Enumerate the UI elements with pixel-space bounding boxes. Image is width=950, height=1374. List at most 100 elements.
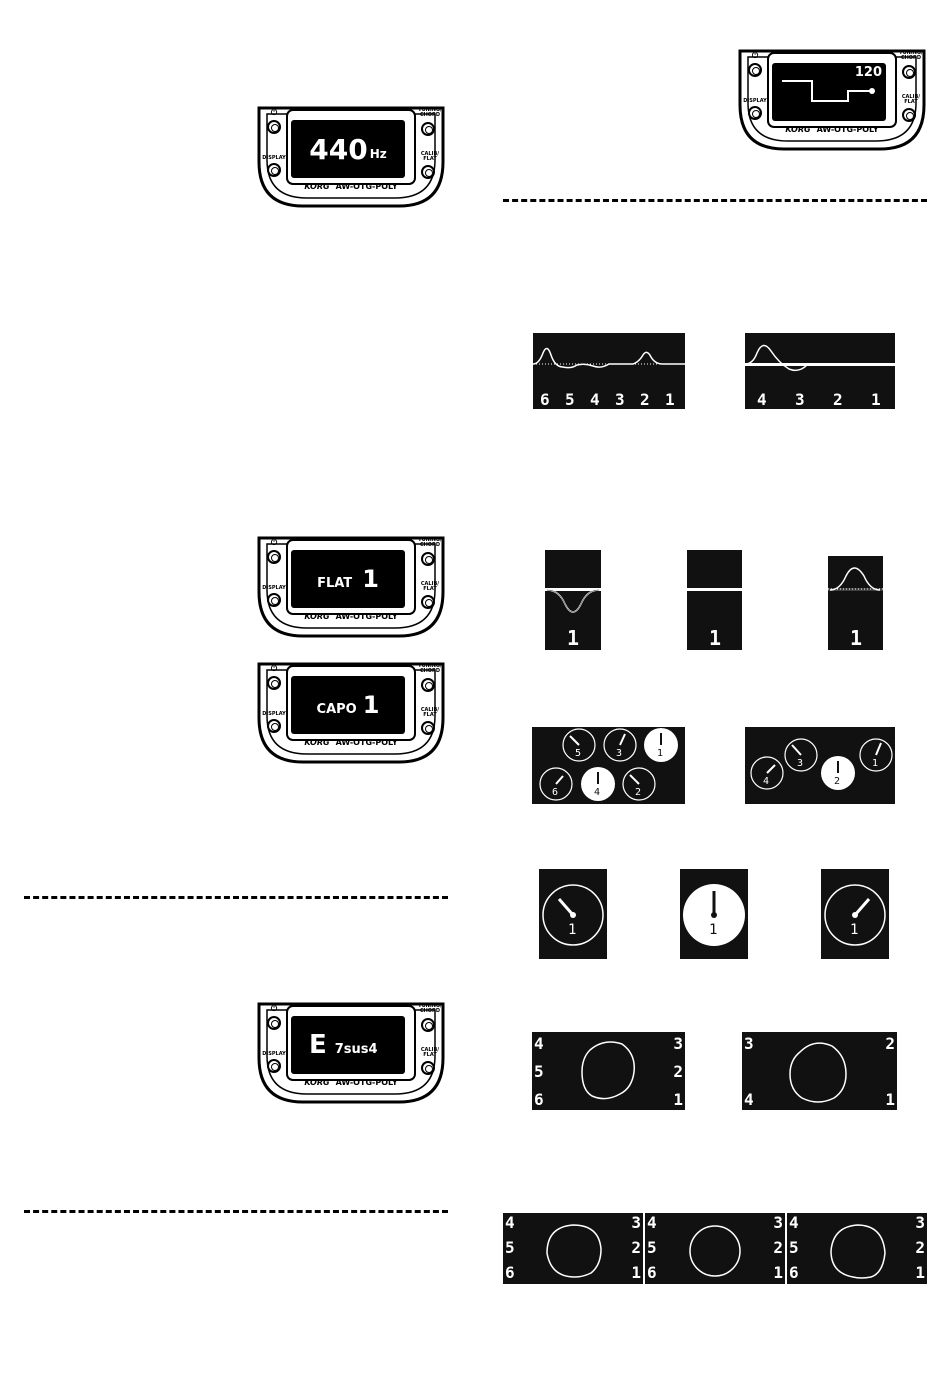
- brand-logo: KORG: [304, 182, 330, 191]
- needle-dial: [542, 884, 604, 946]
- model-name: AW-OTG-POLY: [335, 182, 398, 191]
- tuning-label: TUNING/CHORD: [899, 50, 923, 61]
- calib-flat-button[interactable]: [902, 108, 916, 122]
- display-button[interactable]: [267, 1059, 281, 1073]
- power-icon: ⏻: [751, 51, 759, 60]
- calib-label: CALIB/FLAT: [420, 151, 440, 162]
- strip-panel-four-string: 4 3 2 1: [745, 333, 895, 409]
- needle-panel-four-string: 4 3 2 1: [745, 727, 895, 804]
- tuning-chord-button[interactable]: [421, 1018, 435, 1032]
- string-number: 6: [647, 1263, 657, 1282]
- string-number: 1: [709, 626, 722, 650]
- strobe-circle: [546, 1224, 602, 1278]
- strobe-panel-sharp: 4 5 6 3 2 1: [787, 1213, 927, 1284]
- section-divider: [24, 896, 448, 899]
- calib-label: CALIB/FLAT: [420, 707, 440, 718]
- brand-logo: KORG: [785, 125, 811, 134]
- calibration-unit: Hz: [369, 147, 387, 161]
- dial-number: 1: [872, 758, 879, 769]
- single-strip-sharp: 1: [828, 550, 883, 650]
- string-number: 1: [773, 1263, 783, 1282]
- dial-number: 6: [552, 787, 559, 798]
- string-number: 1: [631, 1263, 641, 1282]
- tuning-chord-button[interactable]: [421, 678, 435, 692]
- tuning-label: TUNING/CHORD: [418, 663, 442, 674]
- display-button[interactable]: [748, 106, 762, 120]
- string-number: 2: [833, 390, 843, 409]
- single-strip-flat: 1: [545, 550, 601, 650]
- string-number: 3: [915, 1213, 925, 1232]
- single-strip-in-tune: 1: [687, 550, 742, 650]
- calib-flat-button[interactable]: [421, 1061, 435, 1075]
- power-button[interactable]: [267, 676, 281, 690]
- section-divider: [24, 1210, 448, 1213]
- string-number: 1: [915, 1263, 925, 1282]
- display-label: DISPLAY: [743, 98, 767, 104]
- dial-number: 1: [709, 922, 718, 938]
- section-divider: [503, 199, 927, 202]
- lcd-screen: 120: [772, 63, 886, 121]
- string-number: 5: [789, 1238, 799, 1257]
- tuner-device-capo: ⏻ DISPLAY TUNING/CHORD CALIB/FLAT CAPO 1…: [253, 658, 449, 766]
- display-label: DISPLAY: [262, 585, 286, 591]
- power-button[interactable]: [267, 550, 281, 564]
- metronome-beat-graph: [782, 80, 875, 102]
- calib-flat-button[interactable]: [421, 165, 435, 179]
- power-button[interactable]: [267, 1016, 281, 1030]
- calib-flat-button[interactable]: [421, 595, 435, 609]
- power-button[interactable]: [267, 120, 281, 134]
- needle-dials: [539, 728, 678, 801]
- strip-waveform: [745, 344, 895, 372]
- strobe-shape: [789, 1042, 847, 1103]
- display-label: DISPLAY: [262, 155, 286, 161]
- string-number: 4: [744, 1090, 754, 1109]
- power-icon: ⏻: [270, 538, 278, 547]
- strip-waveform: [687, 588, 742, 591]
- brand-logo: KORG: [304, 1078, 330, 1087]
- string-number: 5: [565, 390, 575, 409]
- tuning-chord-button[interactable]: [421, 552, 435, 566]
- string-number: 3: [744, 1034, 754, 1053]
- display-button[interactable]: [267, 593, 281, 607]
- string-number: 5: [647, 1238, 657, 1257]
- display-button[interactable]: [267, 719, 281, 733]
- power-button[interactable]: [748, 63, 762, 77]
- dial-number: 4: [763, 776, 770, 787]
- string-number: 4: [757, 390, 767, 409]
- brand-logo: KORG: [304, 738, 330, 747]
- dial-number: 2: [834, 776, 841, 787]
- needle-panel-six-string: 5 3 1 6 4 2: [532, 727, 685, 804]
- calib-label: CALIB/FLAT: [420, 581, 440, 592]
- string-number: 2: [773, 1238, 783, 1257]
- model-name: AW-OTG-POLY: [816, 125, 879, 134]
- lcd-screen: FLAT 1: [291, 550, 405, 608]
- dial-number: 3: [797, 758, 804, 769]
- display-button[interactable]: [267, 163, 281, 177]
- metronome-tempo: 120: [854, 65, 882, 80]
- tuning-chord-button[interactable]: [421, 122, 435, 136]
- string-number: 2: [631, 1238, 641, 1257]
- string-number: 1: [871, 390, 881, 409]
- dial-number: 4: [594, 787, 601, 798]
- display-label: DISPLAY: [262, 1051, 286, 1057]
- dial-number: 3: [616, 748, 623, 759]
- strip-waveform: [545, 588, 601, 613]
- calib-flat-button[interactable]: [421, 721, 435, 735]
- power-icon: ⏻: [270, 1004, 278, 1013]
- string-number: 2: [915, 1238, 925, 1257]
- power-icon: ⏻: [270, 108, 278, 117]
- strobe-shape: [581, 1041, 635, 1100]
- string-number: 3: [631, 1213, 641, 1232]
- tuner-device-chord: ⏻ DISPLAY TUNING/CHORD CALIB/FLAT E 7sus…: [253, 998, 449, 1106]
- dial-number: 1: [850, 922, 859, 938]
- capo-value: 1: [362, 691, 380, 719]
- strobe-circle: [830, 1224, 886, 1279]
- brand-row: KORG AW-OTG-POLY: [784, 125, 880, 134]
- needle-dials: [750, 738, 893, 790]
- tuning-chord-button[interactable]: [902, 65, 916, 79]
- tuner-device-calibration: ⏻ DISPLAY TUNING/CHORD CALIB/FLAT 440 Hz…: [253, 102, 449, 210]
- string-number: 6: [534, 1090, 544, 1109]
- strobe-circle: [689, 1225, 741, 1277]
